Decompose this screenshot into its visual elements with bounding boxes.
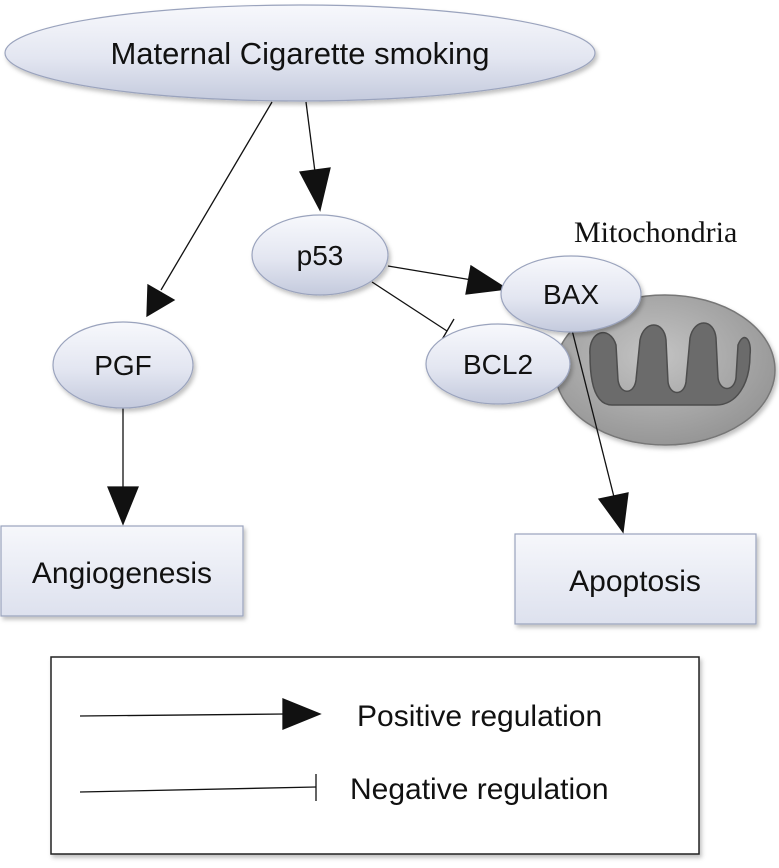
mitochondria-label: Mitochondria (574, 216, 737, 249)
node-bax-label: BAX (543, 279, 599, 310)
legend-positive-symbol (79, 698, 322, 730)
legend: Positive regulation Negative regulation (50, 656, 700, 855)
edge-p53-bcl2 (371, 281, 448, 332)
node-maternal-smoking: Maternal Cigarette smoking (4, 4, 596, 102)
node-p53-label: p53 (297, 240, 344, 271)
node-apoptosis: Apoptosis (514, 533, 757, 625)
arrowhead-pgf-angiogenesis (107, 486, 139, 526)
edge-source-p53 (305, 101, 316, 173)
edge-source-pgf (160, 101, 273, 291)
node-pgf-label: PGF (94, 350, 152, 381)
node-bcl2-label: BCL2 (463, 349, 533, 380)
mitochondrion-icon (554, 294, 776, 446)
connections (107, 101, 629, 534)
arrowhead-source-p53 (298, 167, 331, 212)
node-p53: p53 (251, 214, 389, 296)
node-apoptosis-label: Apoptosis (569, 565, 701, 598)
arrowhead-p53-bax (465, 264, 509, 295)
edge-p53-bax (387, 265, 473, 281)
legend-positive-label: Positive regulation (357, 700, 602, 733)
arrowhead-source-pgf (146, 283, 176, 318)
arrowhead-bax-apoptosis (597, 492, 629, 534)
node-bcl2: BCL2 (425, 323, 571, 405)
node-pgf: PGF (52, 321, 194, 409)
node-angiogenesis-label: Angiogenesis (32, 557, 212, 590)
legend-negative-label: Negative regulation (350, 773, 609, 806)
node-bax: BAX (500, 255, 642, 333)
node-maternal-smoking-label: Maternal Cigarette smoking (110, 36, 489, 71)
edge-bax-apoptosis (571, 329, 615, 498)
node-angiogenesis: Angiogenesis (0, 525, 244, 617)
legend-negative-symbol (79, 774, 317, 801)
